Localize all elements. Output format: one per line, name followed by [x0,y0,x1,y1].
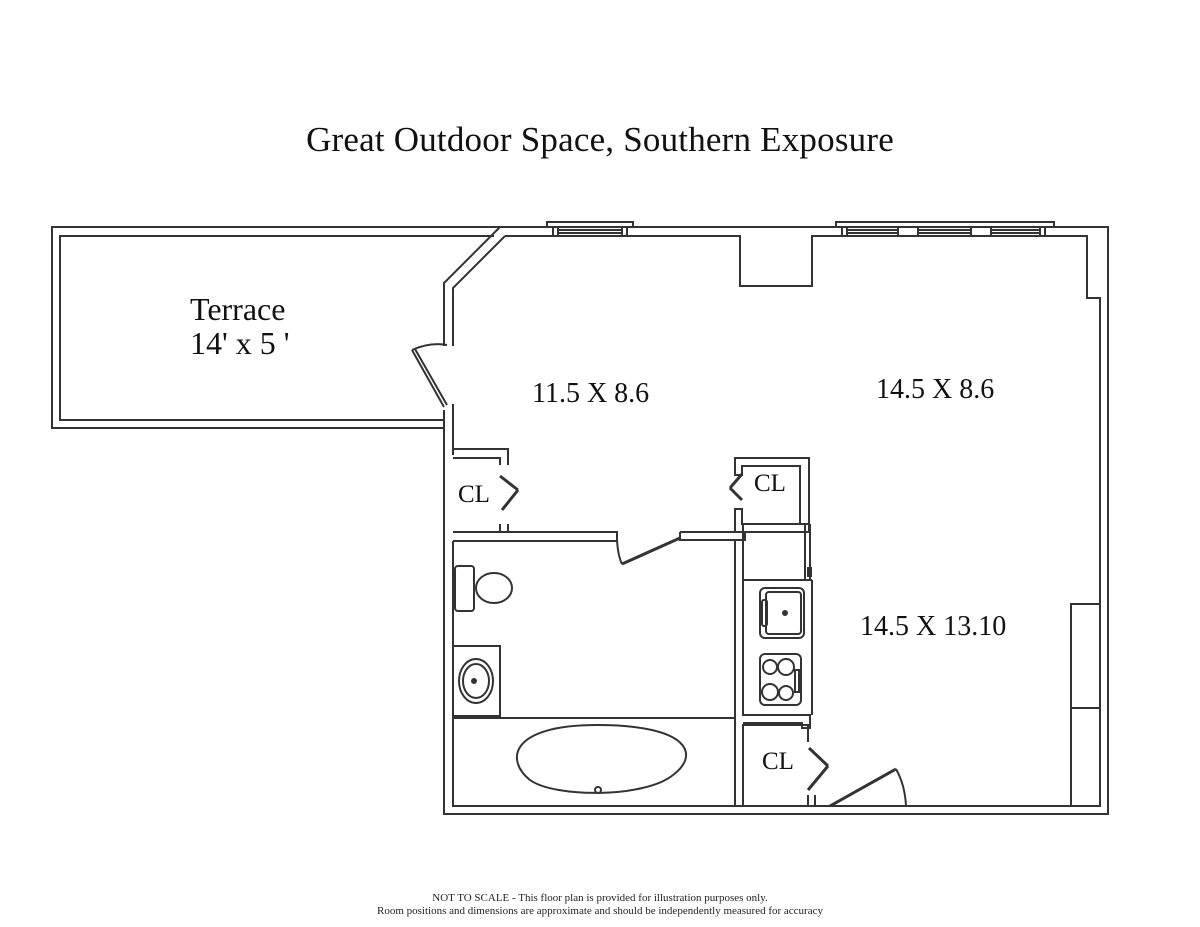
disclaimer-line-1: NOT TO SCALE - This floor plan is provid… [432,892,768,904]
disclaimer: NOT TO SCALE - This floor plan is provid… [0,892,1200,918]
closet-2-walls [728,457,810,533]
room-c-dimensions: 14.5 X 13.10 [860,611,1007,642]
bathtub-icon [515,723,688,794]
cooktop-icon [759,653,802,706]
window-right [835,221,1055,237]
closet-1-walls [453,448,520,533]
page-title: Great Outdoor Space, Southern Exposure [306,120,894,159]
bath-top-wall [453,531,746,566]
terrace-label: Terrace 14' x 5 ' [190,292,290,360]
terrace-name: Terrace [190,291,286,327]
entry-door [829,767,907,808]
closet-2-label: CL [754,470,786,497]
terrace-outline [51,226,500,429]
room-b-dimensions: 14.5 X 8.6 [876,374,995,405]
disclaimer-line-2: Room positions and dimensions are approx… [377,905,823,917]
toilet-icon [454,565,513,612]
kitchen-walls [742,523,813,729]
bathroom-sink-icon [458,658,494,704]
kitchen-sink-icon [759,587,805,639]
closet-3-walls [742,724,830,807]
window-left [546,221,634,237]
terrace-dimensions: 14' x 5 ' [190,325,290,361]
closet-3-label: CL [762,748,794,775]
closet-1-label: CL [458,481,490,508]
terrace-door [411,343,448,408]
room-a-dimensions: 11.5 X 8.6 [532,378,650,409]
bathroom-walls [452,541,736,806]
